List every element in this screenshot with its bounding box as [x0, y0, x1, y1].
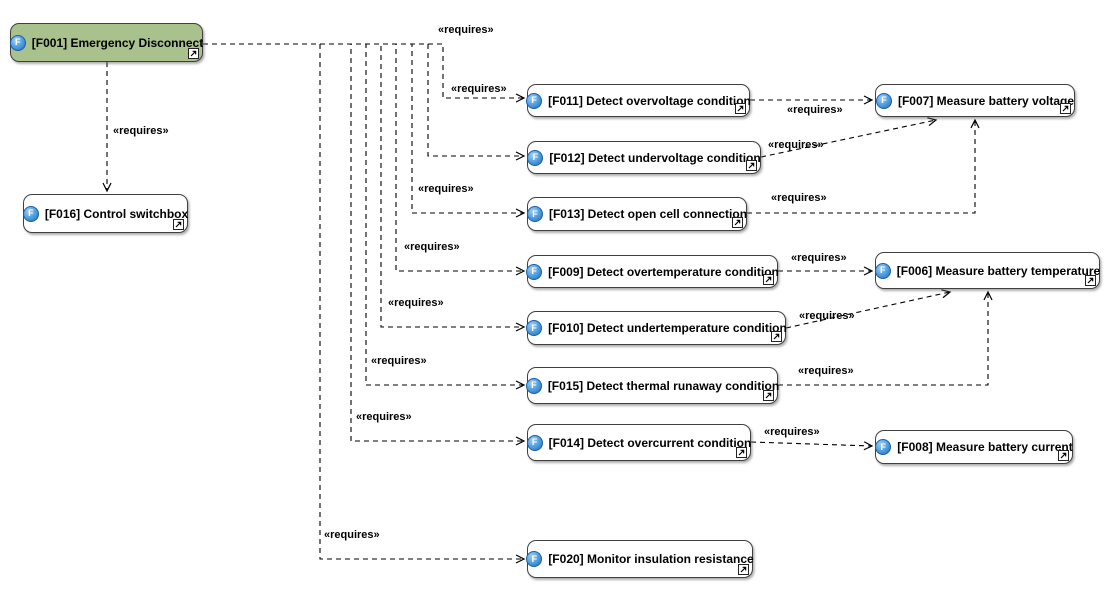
function-icon: F	[526, 551, 543, 567]
navigate-diagram-icon[interactable]	[763, 390, 774, 401]
navigate-diagram-icon[interactable]	[1060, 103, 1071, 114]
navigate-diagram-icon[interactable]	[746, 160, 757, 171]
node-F016[interactable]: F [F016] Control switchbox	[22, 194, 189, 233]
node-F008[interactable]: F [F008] Measure battery current	[875, 430, 1073, 464]
node-F013[interactable]: F [F013] Detect open cell connection	[526, 197, 748, 231]
navigate-diagram-icon[interactable]	[1058, 450, 1069, 461]
navigate-diagram-icon[interactable]	[763, 274, 774, 285]
edge-F001-F009[interactable]	[203, 43, 524, 271]
navigate-diagram-icon[interactable]	[738, 564, 749, 575]
node-label: [F010] Detect undertemperature condition	[548, 321, 787, 335]
function-icon: F	[525, 377, 542, 394]
edge-F013-F007[interactable]	[747, 120, 975, 214]
stereotype-label-F001-F011: «requires»	[451, 83, 507, 95]
function-icon: F	[527, 149, 544, 166]
stereotype-label-F013-F007: «requires»	[771, 192, 827, 204]
node-label: [F011] Detect overvoltage condition	[548, 93, 751, 108]
edge-F001-F020[interactable]	[203, 43, 524, 559]
node-F014[interactable]: F [F014] Detect overcurrent condition	[526, 424, 752, 461]
node-F010[interactable]: F [F010] Detect undertemperature conditio…	[526, 311, 787, 345]
navigate-diagram-icon[interactable]	[173, 219, 184, 230]
stereotype-label-F001-F020: «requires»	[324, 529, 380, 541]
navigate-diagram-icon[interactable]	[1085, 275, 1096, 286]
stereotype-label-F009-F006: «requires»	[791, 252, 847, 264]
function-icon: F	[526, 320, 543, 336]
node-label: [F008] Measure battery current	[897, 440, 1073, 454]
stereotype-label-F001-F016: «requires»	[113, 125, 169, 137]
function-icon: F	[526, 92, 543, 109]
stereotype-label-F014-F008: «requires»	[764, 426, 820, 438]
node-label: [F016] Control switchbox	[44, 206, 189, 221]
edge-F001-F013[interactable]	[203, 43, 524, 213]
navigate-diagram-icon[interactable]	[188, 48, 199, 59]
stereotype-label-F010-F006: «requires»	[799, 310, 855, 322]
navigate-diagram-icon[interactable]	[736, 447, 747, 458]
edge-F001-F014[interactable]	[203, 43, 524, 441]
function-icon: F	[875, 439, 892, 455]
node-F009[interactable]: F [F009] Detect overtemperature condition	[526, 255, 779, 288]
edge-F015-F006[interactable]	[778, 292, 988, 386]
node-F012[interactable]: F [F012] Detect undervoltage condition	[527, 141, 761, 174]
stereotype-label-F001-F014: «requires»	[356, 411, 412, 423]
node-label: [F007] Measure battery voltage	[897, 93, 1075, 108]
navigate-diagram-icon[interactable]	[771, 331, 782, 342]
edge-F012-F007[interactable]	[760, 120, 936, 158]
function-icon: F	[526, 434, 543, 451]
node-F007[interactable]: F [F007] Measure battery voltage	[875, 84, 1075, 117]
function-icon: F	[874, 262, 891, 279]
node-F020[interactable]: F [F020] Monitor insulation resistance	[526, 540, 754, 578]
node-label: [F020] Monitor insulation resistance	[548, 552, 754, 566]
stereotype-label-F001-F012: «requires»	[438, 24, 494, 36]
edge-F001-F012[interactable]	[203, 43, 524, 156]
node-F001[interactable]: F [F001] Emergency Disconnect	[9, 23, 204, 62]
stereotype-label-F001-F010: «requires»	[388, 297, 444, 309]
edge-F001-F015[interactable]	[203, 43, 524, 385]
navigate-diagram-icon[interactable]	[732, 217, 743, 228]
node-label: [F012] Detect undervoltage condition	[549, 150, 761, 165]
edge-F014-F008[interactable]	[750, 442, 872, 446]
stereotype-label-F001-F009: «requires»	[404, 241, 460, 253]
edge-F001-F010[interactable]	[203, 43, 524, 327]
stereotype-label-F011-F007: «requires»	[787, 104, 843, 116]
function-icon: F	[526, 206, 543, 222]
stereotype-label-F015-F006: «requires»	[798, 365, 854, 377]
navigate-diagram-icon[interactable]	[735, 103, 746, 114]
node-F015[interactable]: F [F015] Detect thermal runaway condition	[525, 367, 780, 404]
function-icon: F	[526, 263, 543, 280]
node-label: [F006] Measure battery temperature	[896, 263, 1101, 278]
node-label: [F015] Detect thermal runaway condition	[547, 378, 780, 393]
node-label: [F009] Detect overtemperature condition	[548, 264, 779, 279]
node-label: [F001] Emergency Disconnect	[31, 35, 204, 50]
function-icon: F	[22, 205, 39, 222]
stereotype-label-F001-F015: «requires»	[371, 355, 427, 367]
node-F006[interactable]: F [F006] Measure battery temperature	[874, 252, 1101, 289]
function-icon: F	[875, 92, 892, 109]
edge-F010-F006[interactable]	[785, 292, 950, 329]
stereotype-label-F012-F007: «requires»	[768, 139, 824, 151]
function-icon: F	[9, 34, 26, 51]
stereotype-label-F001-F013: «requires»	[418, 183, 474, 195]
node-F011[interactable]: F [F011] Detect overvoltage condition	[526, 84, 751, 117]
node-label: [F014] Detect overcurrent condition	[548, 435, 752, 450]
node-label: [F013] Detect open cell connection	[548, 207, 748, 221]
